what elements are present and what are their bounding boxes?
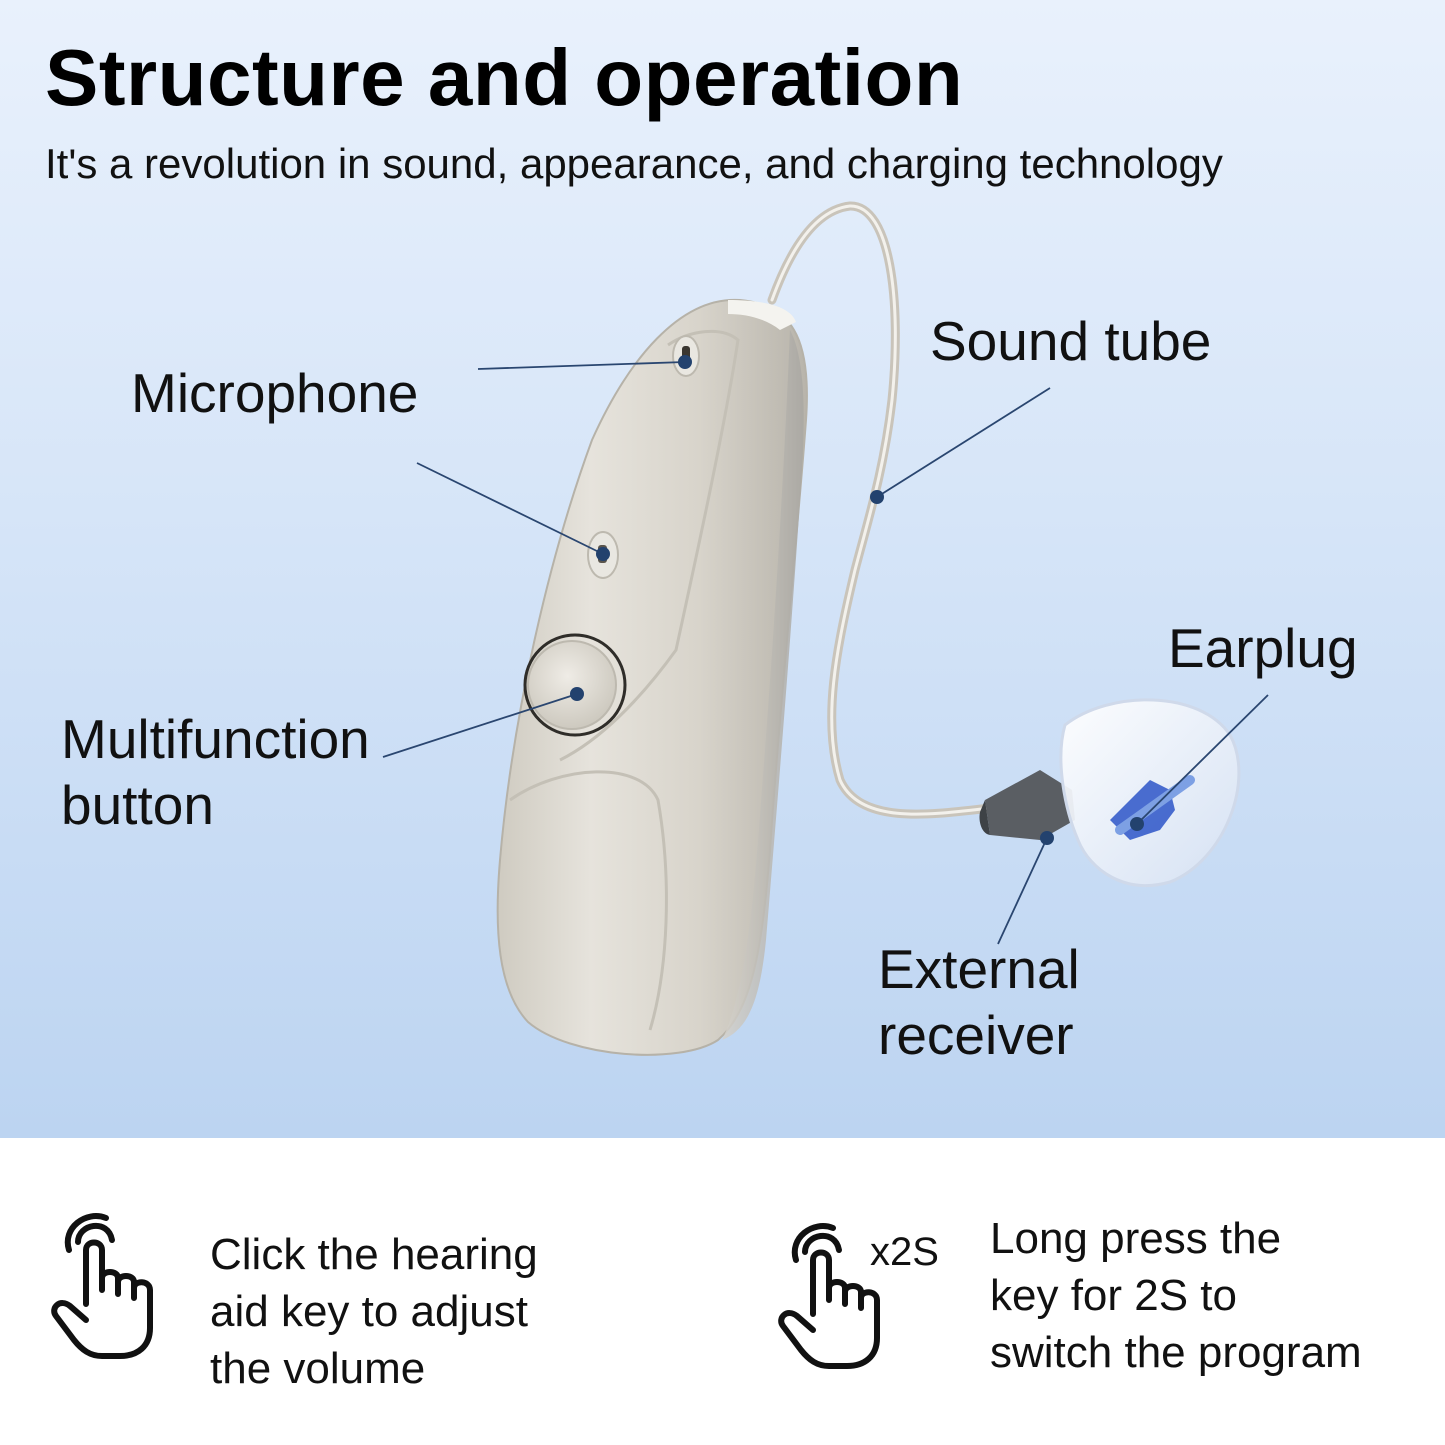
page-title: Structure and operation [45,33,964,122]
microphone-label: Microphone [131,362,419,424]
long-press-instruction-line2: key for 2S to [990,1271,1238,1320]
long-press-instruction-line1: Long press the [990,1214,1282,1263]
click-instruction-line3: the volume [210,1344,426,1393]
marker-dots [570,355,1144,845]
microphone-top-marker [678,355,692,369]
external-receiver-marker [1040,831,1054,845]
click-instruction-line2: aid key to adjust [210,1287,528,1336]
receiver-label-line1: External [878,938,1080,1000]
leader-lines [382,361,1269,945]
external-receiver-label: External receiver [878,936,1080,1068]
microphone-bottom-marker [596,547,610,561]
long-press-instruction-line3: switch the program [990,1328,1362,1377]
long-press-hand-icon [778,1223,880,1369]
multifunction-button-ring [523,633,627,737]
duration-badge: x2S [870,1230,939,1274]
sound-tube-label: Sound tube [930,310,1212,372]
earplug-label: Earplug [1168,617,1358,679]
sound-tube-shape [767,201,995,819]
tap-hand-icon [51,1213,153,1359]
multifunction-button-label: Multifunction button [61,706,370,838]
click-instruction: Click the hearing aid key to adjust the … [210,1226,538,1397]
page-subtitle: It's a revolution in sound, appearance, … [45,140,1223,187]
multifunction-label-line1: Multifunction [61,708,370,770]
sound-tube-marker [870,490,884,504]
click-instruction-line1: Click the hearing [210,1230,538,1279]
multifunction-label-line2: button [61,774,214,836]
earplug-marker [1130,817,1144,831]
multifunction-button-marker [570,687,584,701]
external-receiver-shape [985,770,1075,840]
long-press-instruction: Long press the key for 2S to switch the … [990,1210,1362,1381]
receiver-label-line2: receiver [878,1004,1074,1066]
multifunction-button-shape [527,640,617,730]
hearing-aid-illustration [382,201,1269,1056]
instructions-section [0,1138,1445,1445]
